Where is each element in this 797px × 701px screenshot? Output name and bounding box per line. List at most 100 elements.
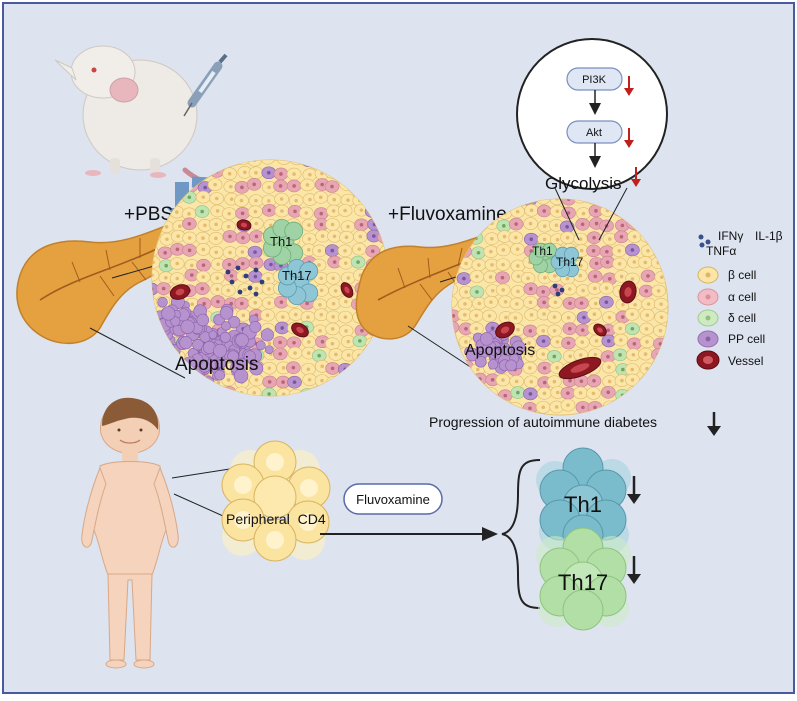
cell-nucleus bbox=[464, 340, 468, 344]
cell-nucleus bbox=[214, 250, 219, 255]
cell-nucleus bbox=[203, 185, 207, 190]
mouse-foot bbox=[85, 170, 101, 176]
cell-nucleus bbox=[579, 248, 584, 253]
apoptotic-cell bbox=[505, 359, 517, 372]
legend-ifng: IFNγ bbox=[718, 229, 743, 243]
mouse-leg bbox=[110, 158, 120, 174]
cell-nucleus bbox=[177, 224, 182, 229]
cell-nucleus bbox=[568, 354, 573, 358]
zoom-line bbox=[554, 187, 580, 241]
cell-nucleus bbox=[281, 380, 285, 384]
cell-nucleus bbox=[542, 312, 546, 316]
cell-nucleus bbox=[319, 211, 324, 216]
apoptotic-cell bbox=[170, 316, 181, 327]
beta-cell bbox=[452, 283, 458, 296]
legend-delta: δ cell bbox=[728, 311, 756, 325]
cell-nucleus bbox=[606, 390, 611, 395]
cell-nucleus bbox=[581, 211, 586, 216]
mouse-leg bbox=[150, 158, 160, 174]
cell-nucleus bbox=[343, 261, 348, 265]
cell-nucleus bbox=[552, 315, 557, 319]
cell-nucleus bbox=[488, 275, 493, 279]
cell-nucleus bbox=[643, 260, 648, 265]
cell-nucleus bbox=[528, 406, 532, 411]
cell-nucleus bbox=[566, 315, 571, 320]
cytokine-dot bbox=[559, 287, 565, 293]
cell-nucleus bbox=[568, 301, 572, 306]
apoptosis-label-left: Apoptosis bbox=[175, 354, 258, 375]
cell-nucleus bbox=[617, 262, 622, 266]
cell-nucleus bbox=[306, 315, 310, 319]
cell-nucleus bbox=[475, 274, 479, 279]
zoom-line bbox=[171, 467, 237, 479]
cell-nucleus bbox=[228, 184, 233, 189]
cell-nucleus bbox=[541, 352, 546, 356]
cell-nucleus bbox=[490, 236, 494, 241]
cell-nucleus bbox=[619, 338, 623, 342]
cell-nucleus bbox=[581, 288, 585, 293]
cell-nucleus bbox=[240, 185, 244, 190]
cell-nucleus bbox=[604, 286, 609, 290]
cell-nucleus bbox=[582, 315, 586, 320]
cell-nucleus bbox=[269, 223, 273, 228]
cell-nucleus bbox=[279, 197, 284, 201]
cell-nucleus bbox=[330, 184, 334, 189]
cell-nucleus bbox=[553, 300, 558, 305]
cell-nucleus bbox=[594, 261, 599, 266]
cell-nucleus bbox=[267, 170, 271, 175]
apoptosis-label-right: Apoptosis bbox=[465, 342, 535, 359]
cell-nucleus bbox=[164, 275, 168, 280]
cell-nucleus bbox=[554, 223, 559, 228]
cell-nucleus bbox=[515, 247, 520, 251]
cell-nucleus bbox=[227, 171, 232, 176]
vessel-lumen bbox=[624, 287, 632, 297]
cell-nucleus bbox=[514, 222, 518, 226]
cell-nucleus bbox=[357, 247, 362, 251]
mouse-illustration bbox=[54, 45, 303, 201]
cell-nucleus bbox=[227, 211, 232, 216]
cell-nucleus bbox=[580, 340, 585, 344]
cell-nucleus bbox=[252, 182, 256, 187]
cell-nucleus bbox=[554, 405, 559, 409]
cell-nucleus bbox=[542, 391, 547, 396]
islet-right bbox=[451, 198, 669, 416]
apoptotic-cell bbox=[490, 347, 500, 357]
cell-nucleus bbox=[164, 224, 169, 229]
apoptotic-cell bbox=[233, 368, 249, 384]
cell-nucleus bbox=[216, 299, 220, 304]
cell-nucleus bbox=[267, 392, 271, 396]
cell-nucleus bbox=[253, 209, 258, 214]
cell-nucleus bbox=[281, 315, 285, 319]
cell-nucleus bbox=[269, 262, 273, 267]
cell-nucleus bbox=[343, 315, 348, 319]
apoptotic-cell bbox=[214, 369, 226, 381]
cell-nucleus bbox=[254, 378, 259, 382]
apoptotic-cell bbox=[213, 343, 227, 358]
cell-nucleus bbox=[267, 185, 271, 190]
th1-result-label: Th1 bbox=[564, 492, 602, 517]
cell-nucleus bbox=[489, 300, 493, 304]
cell-nucleus bbox=[307, 377, 312, 382]
cell-nucleus bbox=[306, 367, 311, 372]
cell-nucleus bbox=[580, 328, 585, 332]
cell-nucleus bbox=[280, 326, 284, 330]
cell-nucleus bbox=[555, 199, 559, 201]
cell-nucleus bbox=[513, 235, 518, 240]
cell-nucleus bbox=[319, 312, 324, 317]
cell-nucleus bbox=[463, 312, 467, 317]
cell-nucleus bbox=[527, 341, 531, 345]
fluvoxamine-box bbox=[343, 483, 443, 515]
cell-nucleus bbox=[604, 300, 609, 304]
cell-nucleus bbox=[476, 250, 481, 255]
cell-nucleus bbox=[607, 365, 611, 369]
cell-nucleus bbox=[618, 353, 622, 357]
cell-nucleus bbox=[591, 248, 596, 253]
cell-nucleus bbox=[214, 222, 218, 227]
cell-nucleus bbox=[541, 328, 546, 333]
cell-nucleus bbox=[161, 286, 166, 291]
cell-nucleus bbox=[359, 222, 364, 227]
cell-nucleus bbox=[618, 326, 622, 331]
cell-nucleus bbox=[621, 367, 625, 372]
cell-nucleus bbox=[308, 197, 312, 202]
vessel-lumen bbox=[240, 222, 248, 228]
